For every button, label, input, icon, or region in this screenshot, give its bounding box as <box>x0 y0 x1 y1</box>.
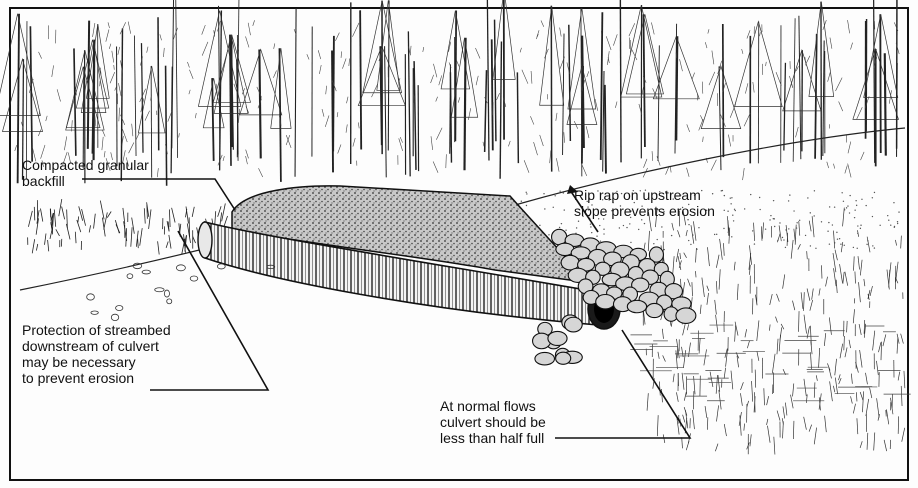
leader-flow <box>555 330 690 438</box>
callout-flow-line-1: At normal flows <box>440 398 546 414</box>
culvert-inlet-end <box>198 222 212 258</box>
callout-streambed-line-3: may be necessary <box>22 354 171 370</box>
callout-riprap-line-1: Rip rap on upstream <box>574 187 715 203</box>
callout-riprap-line-2: slope prevents erosion <box>574 203 715 219</box>
callout-backfill: Compacted granular backfill <box>22 157 149 189</box>
callout-backfill-line-1: Compacted granular <box>22 157 149 173</box>
callout-flow: At normal flows culvert should be less t… <box>440 398 546 446</box>
callout-streambed-line-2: downstream of culvert <box>22 338 171 354</box>
callout-streambed-line-4: to prevent erosion <box>22 370 171 386</box>
callout-backfill-line-2: backfill <box>22 173 149 189</box>
callout-flow-line-3: less than half full <box>440 430 546 446</box>
callout-flow-line-2: culvert should be <box>440 414 546 430</box>
grass-left <box>28 199 228 255</box>
callout-streambed: Protection of streambed downstream of cu… <box>22 322 171 386</box>
callout-streambed-line-1: Protection of streambed <box>22 322 171 338</box>
callout-riprap: Rip rap on upstream slope prevents erosi… <box>574 187 715 219</box>
